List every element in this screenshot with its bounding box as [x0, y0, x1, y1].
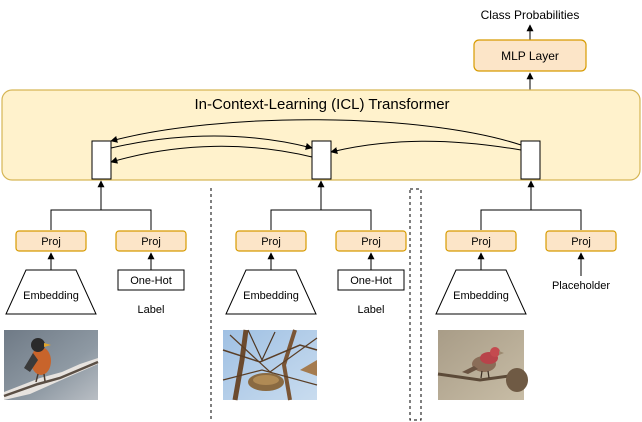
proj-label-right-1: Proj [141, 236, 161, 248]
embedding-label-2: Embedding [243, 290, 299, 302]
icl-transformer-title: In-Context-Learning (ICL) Transformer [194, 96, 449, 113]
embedding-trapezoid-3 [435, 269, 527, 315]
proj-label-right-2: Proj [361, 236, 381, 248]
mlp-layer-box [473, 39, 587, 72]
attention-arrow-2-to-1 [110, 145, 313, 164]
context-column-1: Proj Proj Embedding One-Hot Label [3, 180, 187, 400]
onehot-box-2 [337, 269, 405, 291]
merge-bracket-1 [50, 209, 152, 230]
proj-box-right-2 [335, 230, 407, 252]
merge-bracket-2 [270, 209, 372, 230]
token-box-2 [311, 140, 332, 180]
proj-label-left-3: Proj [471, 236, 491, 248]
query-column: Proj Proj Embedding Placeholder [435, 180, 617, 400]
embedding-trapezoid-2 [225, 269, 317, 315]
column-separator-2 [409, 188, 422, 421]
icl-transformer-block [1, 89, 641, 181]
proj-box-left-3 [445, 230, 517, 252]
finch-photo [437, 330, 528, 400]
label-text-1: Label [138, 304, 165, 316]
robin-photo [3, 330, 99, 400]
onehot-box-1 [117, 269, 185, 291]
proj-box-right-1 [115, 230, 187, 252]
proj-box-left-2 [235, 230, 307, 252]
embedding-label-1: Embedding [23, 290, 79, 302]
attention-arrow-3-to-1 [110, 119, 522, 146]
merge-bracket-3 [480, 209, 582, 230]
proj-label-right-3: Proj [571, 236, 591, 248]
embedding-trapezoid-1 [5, 269, 97, 315]
proj-label-left-1: Proj [41, 236, 61, 248]
token-box-1 [91, 140, 112, 180]
mlp-layer-label: MLP Layer [501, 49, 559, 63]
onehot-label-2: One-Hot [350, 275, 392, 287]
proj-box-right-3 [545, 230, 617, 252]
label-text-2: Label [358, 304, 385, 316]
attention-arrow-1-to-2 [110, 135, 313, 150]
class-probabilities-label: Class Probabilities [481, 8, 580, 22]
token-box-3 [520, 140, 541, 180]
proj-box-left-1 [15, 230, 87, 252]
context-column-2: Proj Proj Embedding One-Hot Label [222, 180, 407, 401]
embedding-label-3: Embedding [453, 290, 509, 302]
tree-nest-photo [222, 329, 318, 401]
placeholder-label: Placeholder [552, 280, 610, 292]
proj-label-left-2: Proj [261, 236, 281, 248]
attention-arrow-3-to-2 [330, 140, 522, 154]
onehot-label-1: One-Hot [130, 275, 172, 287]
